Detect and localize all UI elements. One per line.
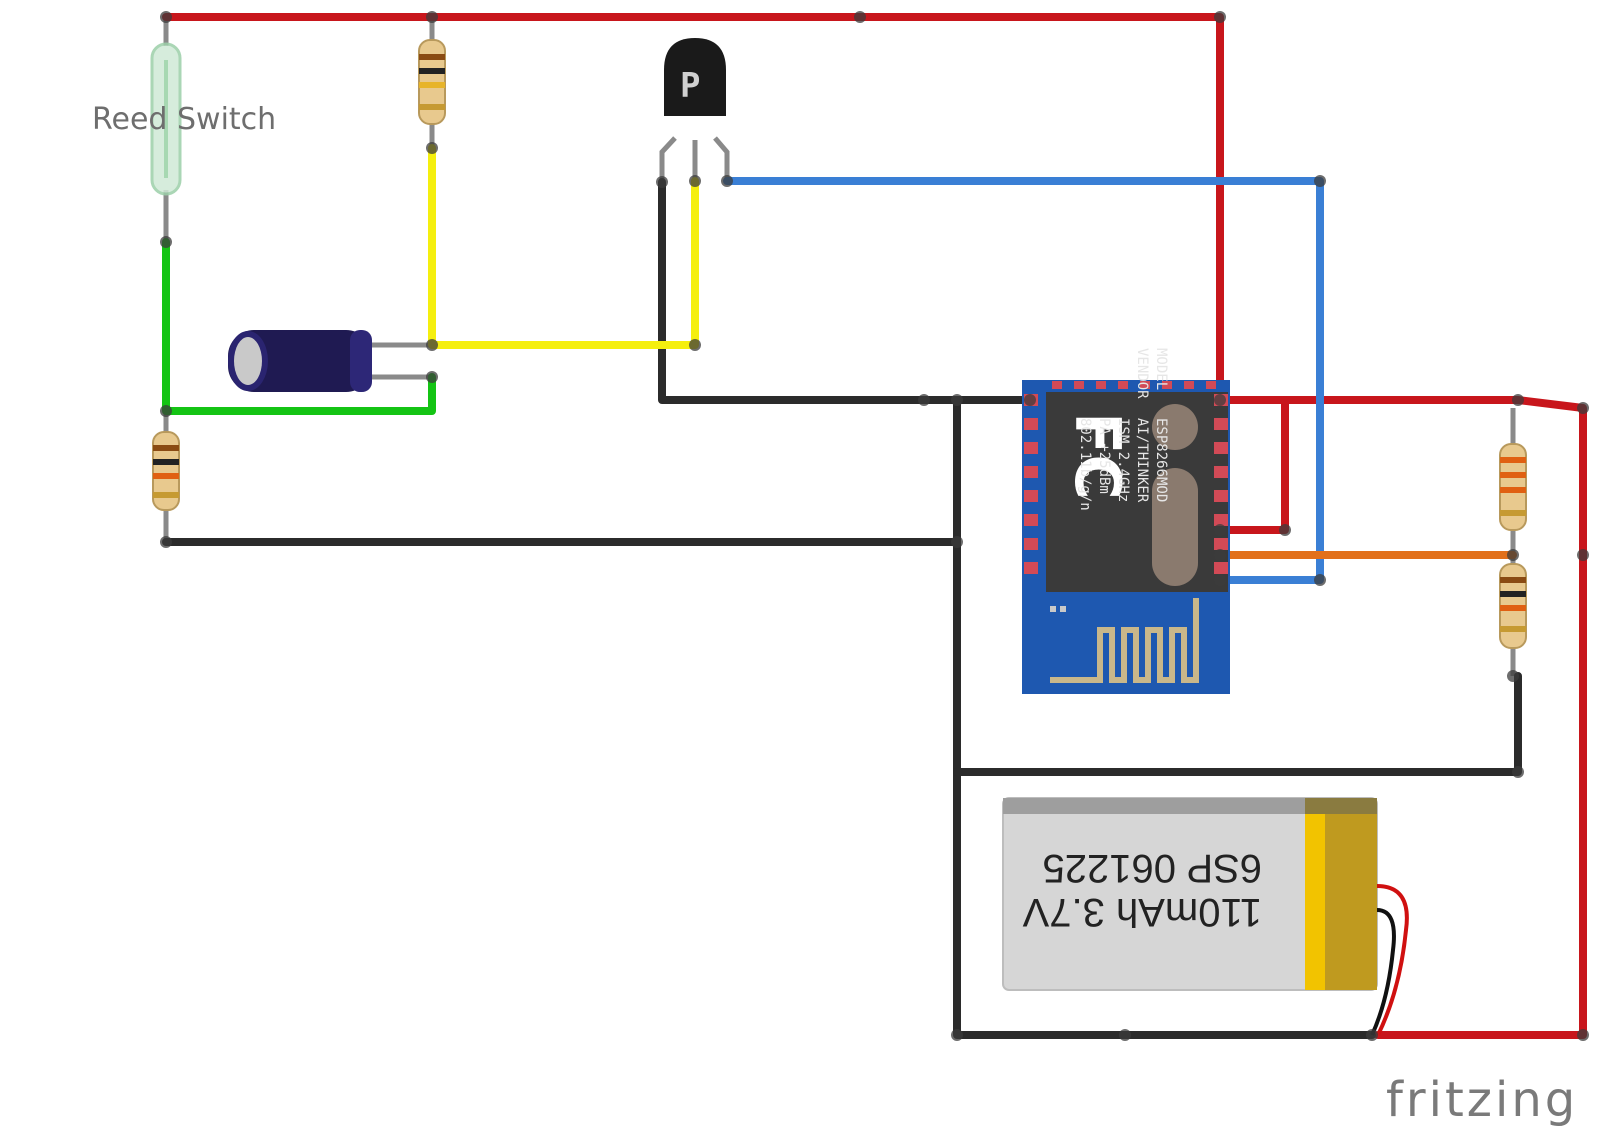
esp-pin-left <box>1024 490 1038 502</box>
junction-dot <box>1512 394 1524 406</box>
junction-dot <box>951 536 963 548</box>
yellow-wires <box>428 144 699 349</box>
esp-pin-top <box>1118 381 1128 389</box>
transistor-marking: P <box>680 66 701 106</box>
esp-pin-left <box>1024 466 1038 478</box>
yellow-wire-resistor-capacitor-transistor <box>428 144 699 349</box>
junction-dot <box>426 371 438 383</box>
resistor-left <box>152 431 180 511</box>
esp-pin-left <box>1024 514 1038 526</box>
junction-dot <box>1279 524 1291 536</box>
junction-dot <box>1214 524 1226 536</box>
junction-dot <box>1366 1029 1378 1041</box>
junction-dot <box>689 339 701 351</box>
battery-part: 6SP 061225 <box>1042 846 1262 890</box>
esp-pin-top <box>1052 381 1062 389</box>
lipo-battery <box>1002 797 1409 1036</box>
transistor <box>664 38 726 116</box>
esp-pin-left <box>1024 538 1038 550</box>
blue-wire-transistor-to-esp <box>723 177 1324 584</box>
junction-dot <box>918 394 930 406</box>
reed-switch <box>150 42 182 196</box>
esp-pin-top <box>1074 381 1084 389</box>
esp-pa: PA +25dBm <box>1096 418 1112 494</box>
junction-dot <box>689 175 701 187</box>
junction-dot <box>1024 394 1036 406</box>
junction-dot <box>1577 549 1589 561</box>
esp-pin-right <box>1214 514 1228 526</box>
junction-dot <box>1119 1029 1131 1041</box>
junction-dot <box>426 339 438 351</box>
junction-dot <box>1577 1029 1589 1041</box>
junction-dot <box>656 176 668 188</box>
esp8266-module: FC <box>1022 380 1230 694</box>
esp-vendor-label: VENDOR <box>1134 348 1150 399</box>
esp-pin-left <box>1024 562 1038 574</box>
resistor-right-top <box>1499 443 1527 531</box>
junction-dot <box>951 394 963 406</box>
junction-dot <box>426 142 438 154</box>
esp-pin-top <box>1184 381 1194 389</box>
junction-dot <box>1314 175 1326 187</box>
esp-pin-right <box>1214 466 1228 478</box>
black-wire-transistor-to-esp <box>658 178 1034 404</box>
battery-text: 110mAh 3.7V 6SP 061225 <box>1022 846 1262 934</box>
esp-pin-right <box>1214 442 1228 454</box>
junction-dot <box>160 405 172 417</box>
junction-dot <box>160 236 172 248</box>
esp-pin-right <box>1214 562 1228 574</box>
esp-standard: 802.11b/g/n <box>1077 418 1093 511</box>
esp-vendor-value: AI/THINKER <box>1134 418 1150 503</box>
esp-pin-top <box>1140 381 1150 389</box>
junction-dot <box>160 11 172 23</box>
junction-dot <box>854 11 866 23</box>
junction-dot <box>1214 549 1226 561</box>
resistor-top <box>418 39 446 125</box>
blue-wires <box>723 177 1324 584</box>
esp-ism: ISM 2.4GHz <box>1115 418 1131 503</box>
esp-pin-top <box>1206 381 1216 389</box>
capacitor <box>228 330 372 392</box>
esp-pin-right <box>1214 418 1228 430</box>
junction-dot <box>951 1029 963 1041</box>
fcc-mark: FC <box>1061 412 1134 500</box>
junction-dot <box>721 175 733 187</box>
junction-dot <box>1512 766 1524 778</box>
esp-model-label: MODEL <box>1153 348 1169 391</box>
junction-dot <box>1507 549 1519 561</box>
junction-dot <box>1314 574 1326 586</box>
esp-pin-top <box>1162 381 1172 389</box>
junction-dot <box>160 536 172 548</box>
junction-dots <box>160 11 1589 1041</box>
esp-pin-left <box>1024 442 1038 454</box>
junction-dot <box>1507 670 1519 682</box>
reed-switch-label: Reed Switch <box>92 102 277 137</box>
esp-pin-top <box>1096 381 1106 389</box>
esp-pin-left <box>1024 418 1038 430</box>
junction-dot <box>426 11 438 23</box>
esp-module-text: MODEL ESP8266MOD VENDOR AI/THINKER ISM 2.4… <box>1050 348 1170 568</box>
junction-dot <box>1214 11 1226 23</box>
junction-dot <box>1214 574 1226 586</box>
resistor-right-bottom <box>1499 563 1527 649</box>
green-wires <box>162 238 436 415</box>
esp-model-value: ESP8266MOD <box>1153 418 1169 503</box>
fritzing-logo: fritzing <box>1386 1072 1579 1128</box>
esp-pin-right <box>1214 490 1228 502</box>
battery-capacity: 110mAh 3.7V <box>1022 890 1262 934</box>
junction-dot <box>1214 394 1226 406</box>
junction-dot <box>1577 402 1589 414</box>
esp-pin-right <box>1214 538 1228 550</box>
green-wire-reed-to-capacitor <box>162 238 436 415</box>
